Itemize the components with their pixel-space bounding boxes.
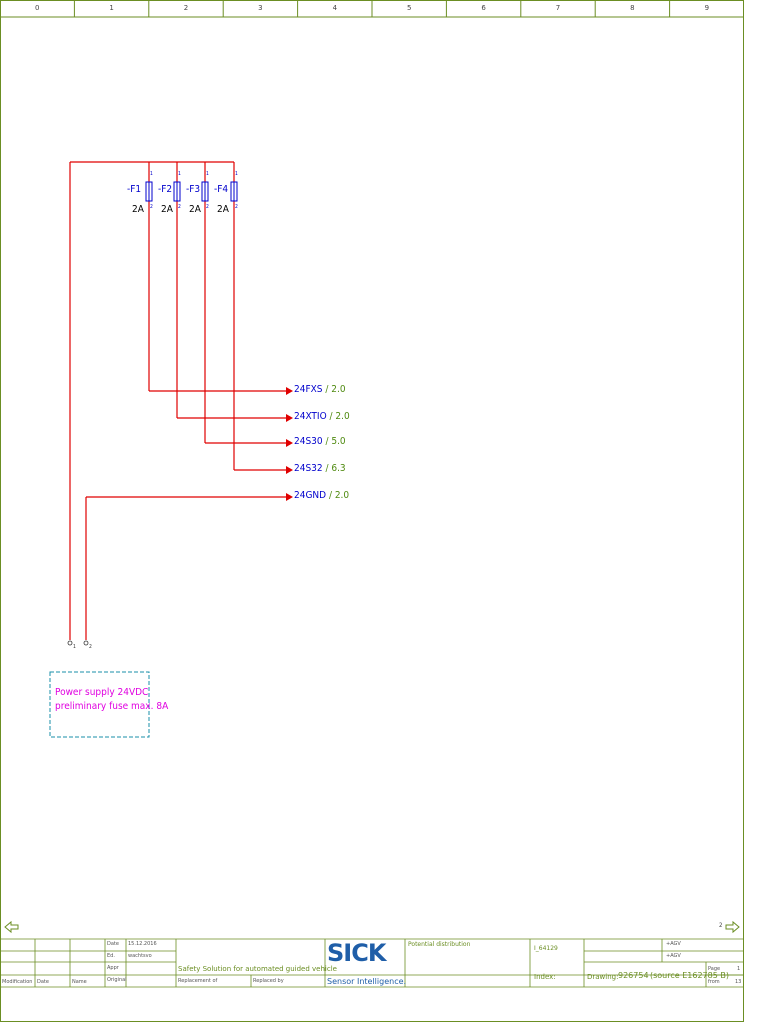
column-label: 9 [705,4,709,12]
fuse-pin-top-f4: 1 [235,171,238,177]
tb-ed-value: wachtsvo [128,953,152,959]
tb-appr-label: Appr [107,965,119,971]
tb-date-value: 15.12.2016 [128,941,157,947]
potential-name: 24XTIO [294,411,327,422]
potential-arrows [286,387,293,501]
column-label: 7 [556,4,560,12]
potential-24fxs[interactable]: 24FXS / 2.0 [294,384,346,395]
column-label: 5 [407,4,411,12]
title-block [0,938,744,988]
tb-source: (source E162785 B) [650,971,729,980]
column-label: 4 [333,4,338,12]
arrow-24s30 [286,439,293,447]
column-label: 0 [35,4,39,12]
arrow-24fxs [286,387,293,395]
arrow-left-icon [4,920,19,934]
tb-ed-label: Ed. [107,953,115,959]
sick-logo: SICK [327,939,386,967]
fuse-name-f2: -F2 [158,184,173,195]
fuse-pin-top-f2: 1 [178,171,181,177]
fuse-name-f1: -F1 [127,184,142,195]
potential-24xtio[interactable]: 24XTIO / 2.0 [294,411,350,422]
wiring [69,161,286,640]
arrow-24s32 [286,466,293,474]
tb-original-label: Original [107,977,127,983]
potential-name: 24FXS [294,384,323,395]
fuse-pin-bottom-f4: 2 [235,204,238,210]
tb-sheet-title: Potential distribution [408,941,471,948]
tb-date-label: Date [107,941,119,947]
tb-drawing-label: Drawing: [587,973,619,981]
sick-tagline: Sensor Intelligence. [327,977,407,986]
potential-name: 24GND [294,490,327,501]
fuse-rating-f4: 2A [217,204,229,215]
fuse-rating-f3: 2A [189,204,201,215]
tb-page-label: Page [708,966,721,972]
potential-24gnd[interactable]: 24GND / 2.0 [294,490,349,501]
fuse-pin-top-f3: 1 [206,171,209,177]
tb-name-col-label: Name [72,979,87,985]
potential-name: 24S32 [294,463,323,474]
column-label: 6 [481,4,486,12]
fuse-pin-top-f1: 1 [150,171,153,177]
arrow-24gnd [286,493,293,501]
tb-replaced-by: Replaced by [253,978,284,984]
column-label: 2 [184,4,188,12]
potential-ref: / 2.0 [328,490,350,501]
tb-index-label: Index: [534,973,556,981]
next-page-number[interactable]: 2 [719,922,723,929]
tb-from-number: 13 [735,979,742,985]
potential-ref: / 2.0 [329,411,350,422]
terminal-1 [67,640,73,646]
potential-24s30[interactable]: 24S30 / 5.0 [294,436,346,447]
potential-ref: / 2.0 [325,384,346,395]
arrow-right-icon [725,920,740,934]
sheet-frame [0,0,744,1022]
power-supply-note: Power supply 24VDC preliminary fuse max.… [55,686,168,714]
tb-drawing-number: 926754 [618,971,649,980]
tb-page-number: 1 [737,966,741,972]
fuse-name-f4: -F4 [214,184,229,195]
potential-ref: / 6.3 [325,463,346,474]
terminal-1-label: 1 [73,644,76,650]
fuse-name-f3: -F3 [186,184,201,195]
column-label: 1 [109,4,113,12]
column-label: 3 [258,4,262,12]
tb-ref-code: I_64129 [534,945,558,952]
tb-date-col-label: Date [37,979,49,985]
potential-ref: / 5.0 [325,436,346,447]
tb-agv-2: +AGV [666,953,681,959]
arrow-24xtio [286,414,293,422]
note-line-1: Power supply 24VDC [55,687,149,698]
tb-project: Safety Solution for automated guided veh… [178,965,337,973]
potential-24s32[interactable]: 24S32 / 6.3 [294,463,346,474]
tb-replacement-of: Replacement of [178,978,218,984]
fuse-pin-bottom-f1: 2 [150,204,153,210]
fuse-pin-bottom-f3: 2 [206,204,209,210]
fuse-rating-f1: 2A [132,204,144,215]
note-line-2: preliminary fuse max. 8A [55,701,169,712]
tb-agv-1: +AGV [666,941,681,947]
fuse-pin-bottom-f2: 2 [178,204,181,210]
tb-modification-label: Modification [2,979,33,985]
tb-from-label: from [708,979,720,985]
potential-name: 24S30 [294,436,323,447]
terminal-2 [83,640,89,646]
fuse-rating-f2: 2A [161,204,173,215]
terminal-2-label: 2 [89,644,92,650]
column-label: 8 [630,4,634,12]
power-supply-box [49,671,150,738]
